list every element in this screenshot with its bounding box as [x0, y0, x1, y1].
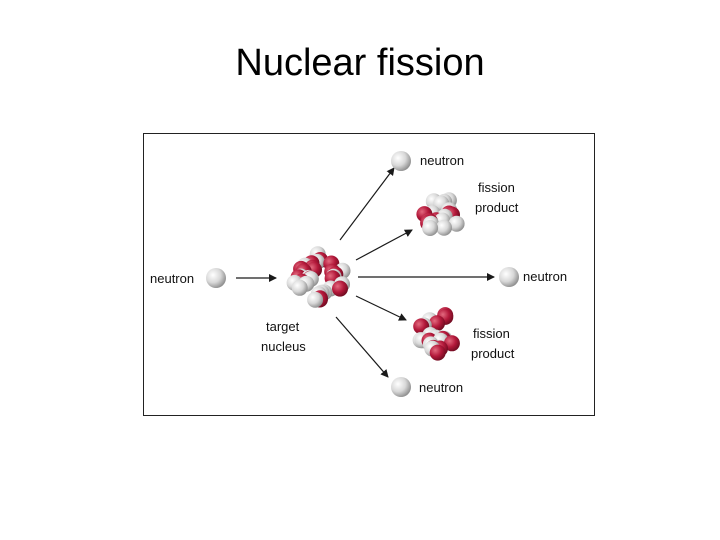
target-label: target: [266, 319, 300, 334]
proton-ball: [429, 315, 445, 332]
fission-product-top-icon: [416, 192, 465, 236]
arrow-to-neutron-bottom: [335, 316, 389, 378]
neutron-ball: [291, 279, 308, 296]
neutron-top-label: neutron: [420, 153, 465, 168]
arrow-to-product-bottom: [355, 295, 407, 321]
neutron-bottom-label: neutron: [419, 380, 464, 395]
neutron-bottom-icon: [391, 377, 411, 397]
neutron-ball: [307, 291, 324, 308]
neutron-middle-icon: [499, 267, 519, 287]
neutron-ball: [422, 220, 439, 236]
diagram-canvas: [206, 151, 519, 397]
neutron-top-icon: [391, 151, 411, 171]
fission-product-bottom-label-1: fission: [473, 326, 510, 341]
reaction-arrows: [236, 167, 495, 378]
fission-diagram: neutron target nucleus neutron neutron n…: [143, 133, 595, 416]
proton-ball: [429, 344, 446, 361]
fission-product-bottom-label-2: product: [471, 346, 515, 361]
fission-product-top-label-2: product: [475, 200, 519, 215]
arrow-to-product-top: [355, 229, 413, 261]
neutron-ball: [436, 219, 452, 236]
incoming-neutron-label: neutron: [150, 271, 195, 286]
fission-product-top-label-1: fission: [478, 180, 515, 195]
slide-title: Nuclear fission: [235, 42, 485, 84]
neutron-ball: [448, 215, 465, 232]
neutron-middle-label: neutron: [523, 269, 568, 284]
arrow-to-neutron-top: [339, 167, 395, 241]
incoming-neutron-icon: [206, 268, 226, 288]
nucleus-label: nucleus: [261, 339, 306, 354]
fission-product-bottom-icon: [412, 307, 460, 361]
target-nucleus-icon: [286, 246, 351, 308]
proton-ball: [332, 280, 348, 297]
